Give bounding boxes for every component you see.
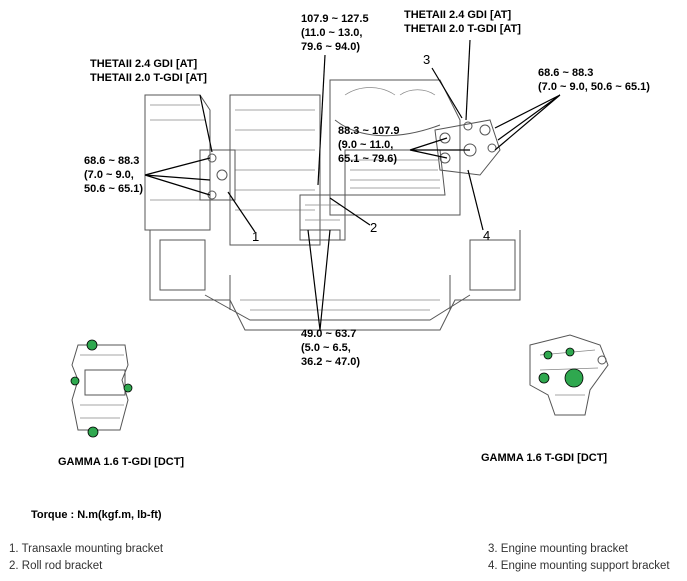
torque-unit-note: Torque : N.m(kgf.m, lb-ft) <box>31 509 162 521</box>
callout-3: 3 <box>423 52 431 67</box>
engine-variant-label-left: THETAII 2.4 GDI [AT] THETAII 2.0 T-GDI [… <box>90 58 207 84</box>
gamma-right-mount <box>529 334 609 416</box>
engine-variant-label-right: THETAII 2.4 GDI [AT] THETAII 2.0 T-GDI [… <box>404 9 521 35</box>
gamma-label-right: GAMMA 1.6 T-GDI [DCT] <box>481 452 608 464</box>
torque-label-left: 68.6 ~ 88.3 (7.0 ~ 9.0, 50.6 ~ 65.1) <box>84 155 144 195</box>
callout-2: 2 <box>370 220 378 235</box>
callout-4: 4 <box>483 228 491 243</box>
leader-lines <box>144 39 561 331</box>
torque-label-center: 88.3 ~ 107.9 (9.0 ~ 11.0, 65.1 ~ 79.6) <box>338 125 400 165</box>
transaxle-mount-drawing <box>199 149 236 201</box>
legend-item-3: 3. Engine mounting bracket <box>488 543 629 555</box>
legend-item-4: 4. Engine mounting support bracket <box>488 560 670 572</box>
torque-label-top: 107.9 ~ 127.5 (11.0 ~ 13.0, 79.6 ~ 94.0) <box>301 13 369 53</box>
gamma-label-left: GAMMA 1.6 T-GDI [DCT] <box>58 456 185 468</box>
callout-1: 1 <box>252 229 260 244</box>
engine-mount-right-drawing <box>434 119 501 176</box>
torque-label-bottom: 49.0 ~ 63.7 (5.0 ~ 6.5, 36.2 ~ 47.0) <box>301 328 361 368</box>
gamma-left-mount <box>70 339 133 438</box>
subframe-drawing <box>144 94 521 331</box>
legend-item-2: 2. Roll rod bracket <box>9 560 103 572</box>
legend-item-1: 1. Transaxle mounting bracket <box>9 543 164 555</box>
torque-label-right: 68.6 ~ 88.3 (7.0 ~ 9.0, 50.6 ~ 65.1) <box>538 67 650 93</box>
